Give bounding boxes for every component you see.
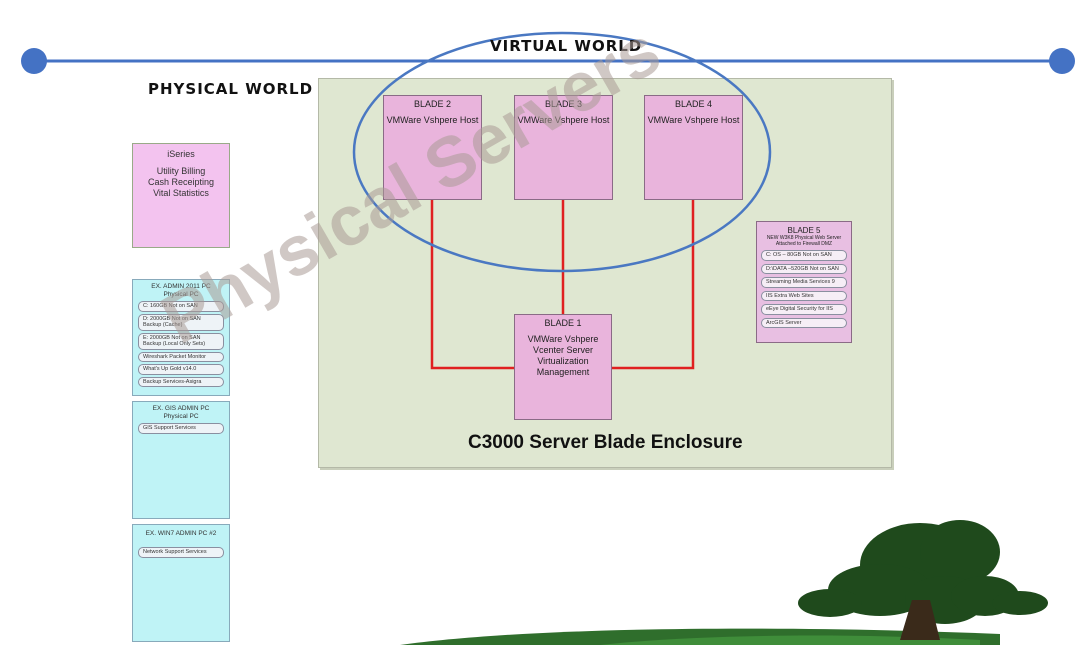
physical-world-title: PHYSICAL WORLD <box>148 80 314 98</box>
pc1-item: Wireshark Packet Monitor <box>138 351 224 362</box>
pc3-title: EX. WIN7 ADMIN PC #2 <box>145 530 217 537</box>
pc-admin-2011: EX. ADMIN 2011 PC Physical PC C: 160GB N… <box>132 279 230 396</box>
blade-3-title: BLADE 3 <box>544 99 583 109</box>
pc1-item: D: 2000GB Not on SAN Backup (Cache) <box>138 313 224 331</box>
blade-5-item: D:\DATA –520GB Not on SAN <box>761 263 847 274</box>
timeline-right-node <box>1049 48 1075 74</box>
blade-1: BLADE 1 VMWare Vshpere Vcenter Server Vi… <box>514 314 612 420</box>
pc-win7-admin: EX. WIN7 ADMIN PC #2 Network Support Ser… <box>132 524 230 642</box>
pc1-subtitle: Physical PC <box>163 291 199 298</box>
pc2-subtitle: Physical PC <box>163 413 199 420</box>
iseries-line: Utility Billing <box>156 166 206 176</box>
pc2-title: EX. GIS ADMIN PC <box>152 405 210 412</box>
pc1-item: Backup Services-Asigra <box>138 376 224 387</box>
blade-5-title: BLADE 5 <box>787 226 821 235</box>
iseries-line: Cash Receipting <box>147 177 215 187</box>
blade-3-desc: VMWare Vshpere Host <box>517 115 610 125</box>
blade-5-item: IIS Extra Web Sites <box>761 290 847 301</box>
blade-1-title: BLADE 1 <box>544 318 582 328</box>
iseries-line: Vital Statistics <box>153 188 209 198</box>
pc1-item: What's Up Gold v14.0 <box>138 364 224 375</box>
pc1-item: E: 2000GB Not on SAN Backup (Local Only … <box>138 332 224 350</box>
blade-4-title: BLADE 4 <box>674 99 713 109</box>
timeline-left-node <box>21 48 47 74</box>
pc3-item: Network Support Services <box>138 547 224 558</box>
blade-5-item: C: OS – 80GB Not on SAN <box>761 250 847 261</box>
iseries-box: iSeries Utility Billing Cash Receipting … <box>132 143 230 248</box>
blade-2-desc: VMWare Vshpere Host <box>386 115 479 125</box>
pc1-title: EX. ADMIN 2011 PC <box>151 283 211 290</box>
pc2-item: GIS Support Services <box>138 423 224 434</box>
blade-5: BLADE 5 NEW W3K8 Physical Web Server Att… <box>756 221 852 343</box>
pc-gis-admin: EX. GIS ADMIN PC Physical PC GIS Support… <box>132 401 230 519</box>
blade-4-desc: VMWare Vshpere Host <box>647 115 740 125</box>
enclosure-label: C3000 Server Blade Enclosure <box>468 432 743 453</box>
blade-5-item: ArcGIS Server <box>761 317 847 328</box>
virtual-world-title: VIRTUAL WORLD <box>490 37 643 55</box>
blade-1-desc: VMWare Vshpere Vcenter Server Virtualiza… <box>527 334 599 377</box>
blade-4: BLADE 4 VMWare Vshpere Host <box>644 95 743 200</box>
pc1-item: C: 160GB Not on SAN <box>138 301 224 312</box>
blade-5-item: Streaming Media Services 9 <box>761 277 847 288</box>
blade-2-title: BLADE 2 <box>413 99 452 109</box>
blade-2: BLADE 2 VMWare Vshpere Host <box>383 95 482 200</box>
connector-blade4 <box>612 200 695 370</box>
iseries-title: iSeries <box>167 149 195 159</box>
blade-5-item: eEye Digital Security for IIS <box>761 304 847 315</box>
connector-blade2 <box>430 200 514 370</box>
blade-3: BLADE 3 VMWare Vshpere Host <box>514 95 613 200</box>
blade-5-subtitle: NEW W3K8 Physical Web Server Attached to… <box>766 235 842 247</box>
